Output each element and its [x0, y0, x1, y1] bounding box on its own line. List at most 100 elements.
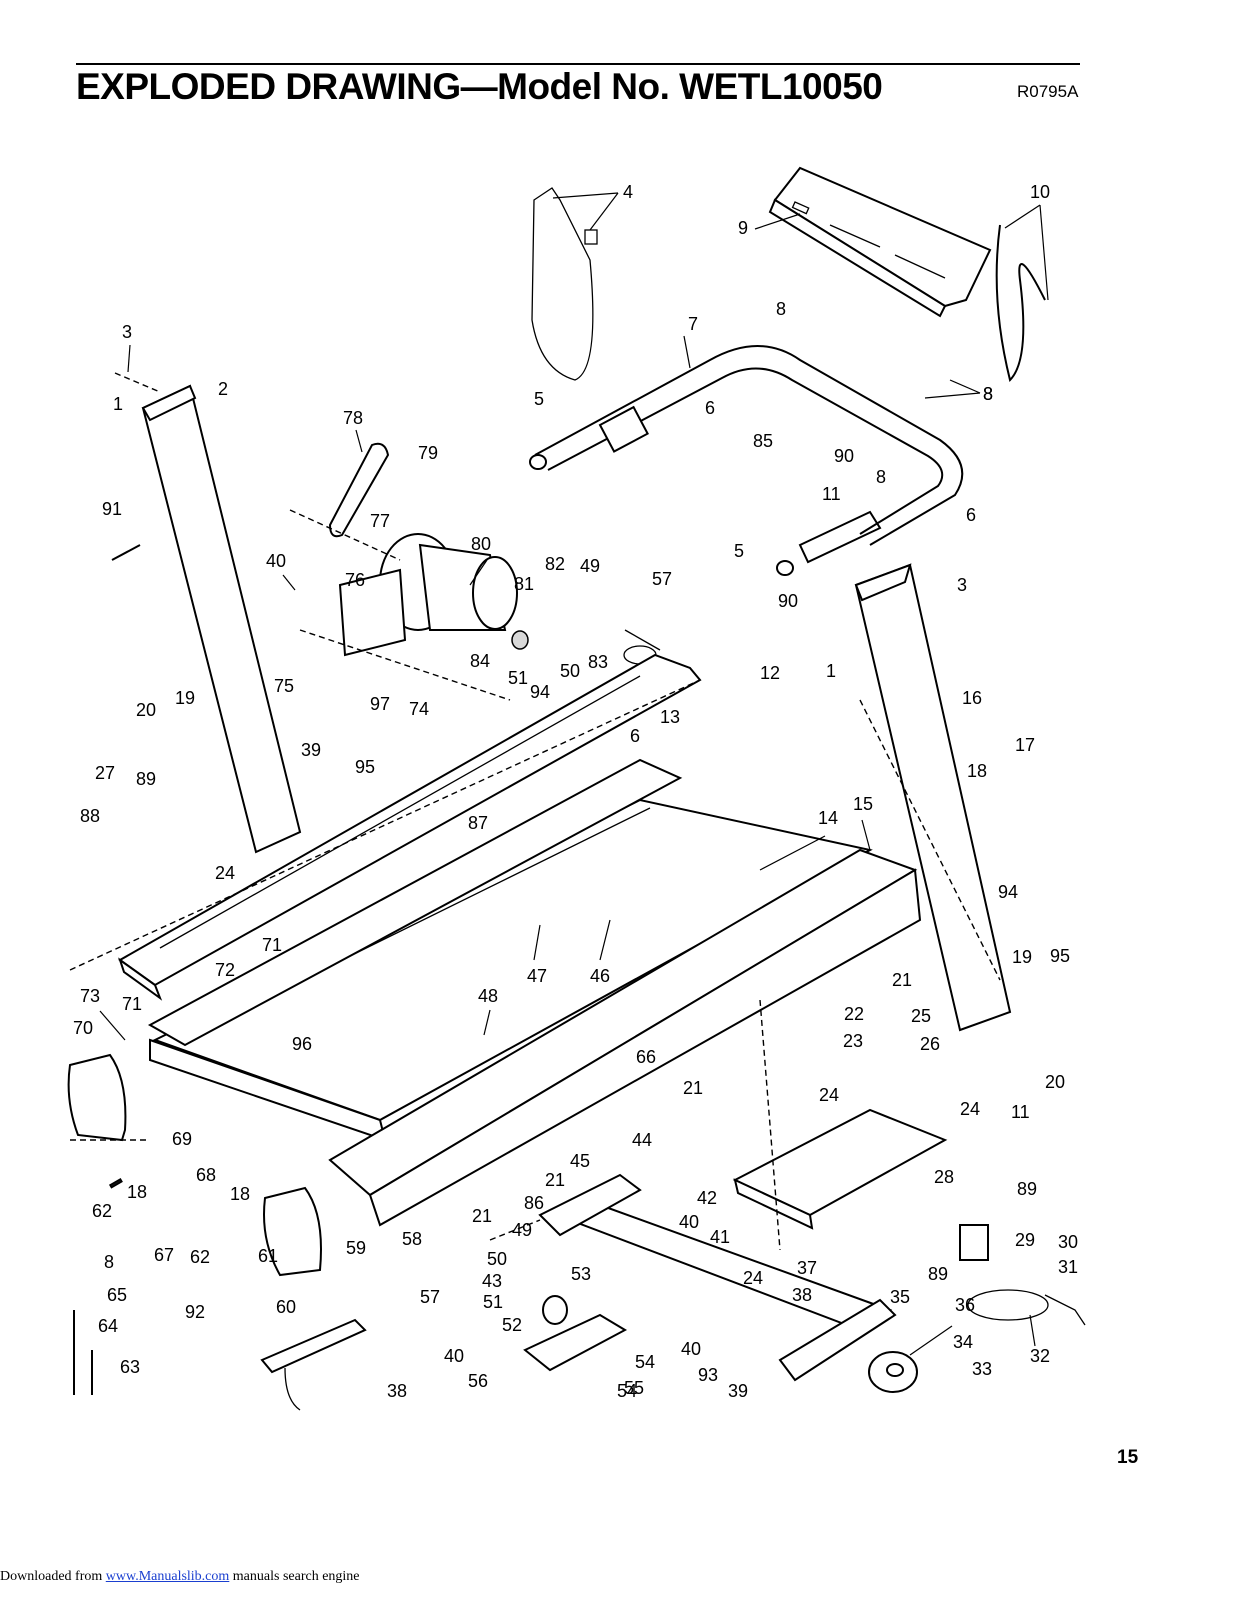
part-callout: 13: [660, 707, 680, 727]
part-callout: 25: [911, 1006, 931, 1026]
part-callout: 21: [683, 1078, 703, 1098]
part-callout: 17: [1015, 735, 1035, 755]
part-callout: 40: [681, 1339, 701, 1359]
part-callout: 93: [698, 1365, 718, 1385]
part-callout: 61: [258, 1246, 278, 1266]
loose-parts: [73, 544, 141, 1395]
part-callout: 22: [844, 1004, 864, 1024]
part-callout: 57: [420, 1287, 440, 1307]
part-callout: 6: [630, 726, 640, 746]
part-callout: 8: [776, 299, 786, 319]
part-callout: 23: [843, 1031, 863, 1051]
part-callout: 45: [570, 1151, 590, 1171]
incline-frame-41: [538, 1173, 897, 1382]
part-callout: 60: [276, 1297, 296, 1317]
part-callout: 18: [967, 761, 987, 781]
part-callout: 81: [514, 574, 534, 594]
page-number: 15: [1117, 1447, 1139, 1468]
part-callout: 27: [95, 763, 115, 783]
part-callout: 21: [892, 970, 912, 990]
drive-belt: [328, 442, 390, 538]
part-callout: 1: [113, 394, 123, 414]
part-callout: 88: [80, 806, 100, 826]
part-callout: 90: [834, 446, 854, 466]
part-callout: 71: [262, 935, 282, 955]
part-callout: 90: [778, 591, 798, 611]
part-callout: 28: [934, 1167, 954, 1187]
part-callout: 21: [472, 1206, 492, 1226]
part-callout: 16: [962, 688, 982, 708]
handrail: [529, 345, 964, 576]
drawing-code: R0795A: [1017, 82, 1079, 101]
wire-10: [995, 224, 1046, 382]
part-callout: 20: [136, 700, 156, 720]
part-callout: 74: [409, 699, 429, 719]
part-callout: 14: [818, 808, 838, 828]
part-callout: 89: [928, 1264, 948, 1284]
part-callout: 19: [1012, 947, 1032, 967]
part-callout: 26: [920, 1034, 940, 1054]
part-callout: 75: [274, 676, 294, 696]
part-callout: 69: [172, 1129, 192, 1149]
part-callout: 3: [122, 322, 132, 342]
part-callout: 20: [1045, 1072, 1065, 1092]
part-callout: 85: [753, 431, 773, 451]
footer-prefix: Downloaded from: [0, 1569, 106, 1584]
part-callout: 50: [487, 1249, 507, 1269]
part-callout: 24: [743, 1268, 763, 1288]
part-callout: 95: [355, 757, 375, 777]
part-callout: 31: [1058, 1257, 1078, 1277]
part-callout: 39: [301, 740, 321, 760]
part-callout: 91: [102, 499, 122, 519]
part-callout: 15: [853, 794, 873, 814]
part-callout: 89: [136, 769, 156, 789]
part-callout: 35: [890, 1287, 910, 1307]
part-callout: 80: [471, 534, 491, 554]
part-callout: 39: [728, 1381, 748, 1401]
part-callout: 97: [370, 694, 390, 714]
part-callout: 52: [502, 1315, 522, 1335]
part-callout: 94: [530, 682, 550, 702]
endcap-70: [67, 1053, 127, 1142]
part-callout: 44: [632, 1130, 652, 1150]
bracket-60: [260, 1318, 367, 1411]
part-callout: 18: [230, 1184, 250, 1204]
part-callout: 6: [705, 398, 715, 418]
part-callout: 3: [957, 575, 967, 595]
part-callout: 11: [822, 484, 841, 504]
part-callout: 95: [1050, 946, 1070, 966]
part-callout: 1: [826, 661, 836, 681]
part-callout: 62: [92, 1201, 112, 1221]
part-callout: 54: [617, 1381, 637, 1401]
part-callout: 34: [953, 1332, 973, 1352]
endcap-61: [263, 1186, 322, 1277]
incline-motor: [523, 1295, 628, 1372]
motor: [338, 533, 529, 657]
manualslib-link[interactable]: www.Manualslib.com: [105, 1569, 230, 1584]
part-callout: 92: [185, 1302, 205, 1322]
controller-28: [732, 1108, 948, 1230]
part-callout: 24: [215, 863, 235, 883]
part-callout: 49: [512, 1220, 532, 1240]
footer-suffix: manuals search engine: [229, 1569, 360, 1584]
part-callout: 77: [370, 511, 390, 531]
part-callout: 36: [955, 1295, 975, 1315]
wheel-34: [868, 1351, 918, 1393]
part-callout: 50: [560, 661, 580, 681]
part-callout: 65: [107, 1285, 127, 1305]
part-callout: 72: [215, 960, 235, 980]
part-callout: 55: [624, 1378, 644, 1398]
part-callout: 68: [196, 1165, 216, 1185]
part-callout: 21: [545, 1170, 565, 1190]
part-callout: 59: [346, 1238, 366, 1258]
part-callout: 89: [1017, 1179, 1037, 1199]
part-callout: 51: [508, 668, 528, 688]
part-callout: 66: [636, 1047, 656, 1067]
part-callout: 5: [534, 389, 544, 409]
page-title: EXPLODED DRAWING—Model No. WETL10050: [76, 66, 883, 107]
part-callout: 40: [444, 1346, 464, 1366]
part-callout: 71: [122, 994, 142, 1014]
console: [768, 166, 992, 318]
part-callout: 54: [635, 1352, 655, 1372]
header-rule: [76, 63, 1080, 65]
